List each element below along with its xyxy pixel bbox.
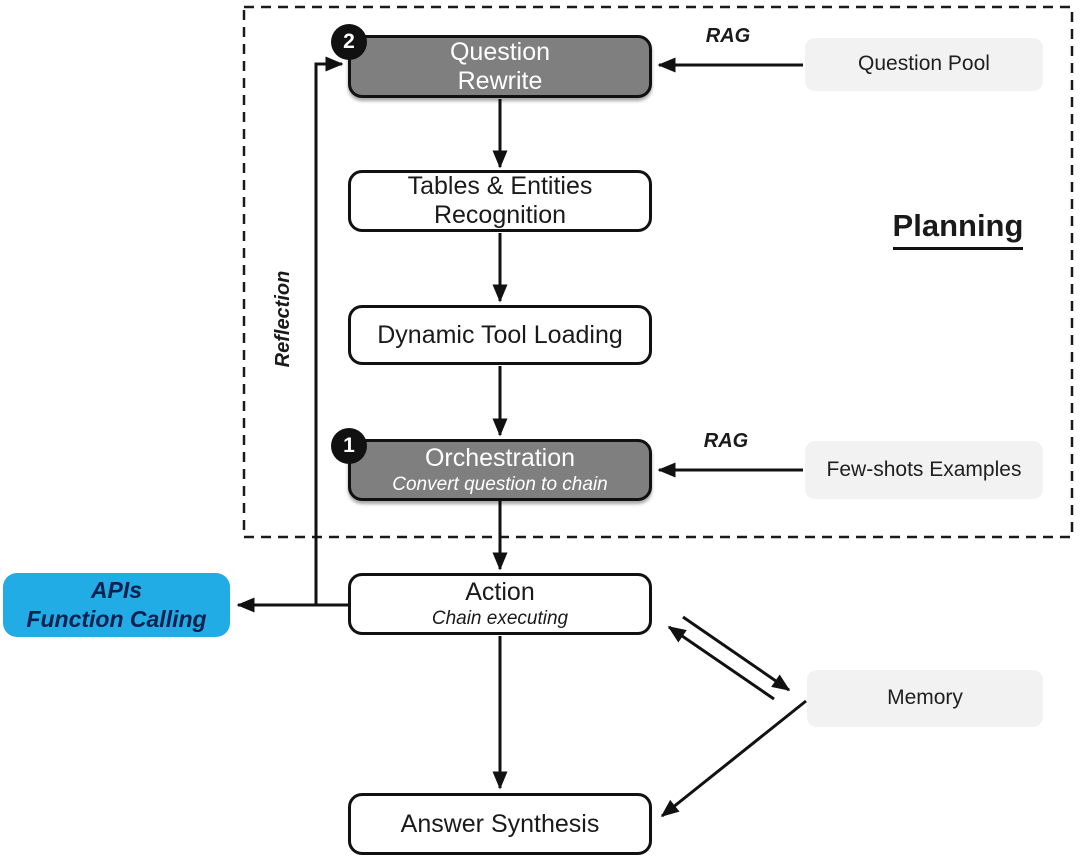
edge-reflection-action-to-question-rewrite [314, 56, 348, 607]
step-badge-1: 1 [331, 428, 367, 464]
node-tables-entities-recognition: Tables & Entities Recognition [348, 170, 652, 232]
edge-action-to-memory [682, 615, 791, 692]
node-title: Orchestration [424, 443, 576, 472]
node-apis-function-calling: APIs Function Calling [3, 573, 230, 637]
planning-label: Planning [858, 208, 1058, 250]
node-title: Dynamic Tool Loading [377, 320, 623, 349]
planning-dashed-frame [242, 5, 1074, 539]
node-title: APIs [90, 576, 143, 603]
node-subtitle: Function Calling [26, 605, 207, 632]
node-title: Memory [887, 686, 963, 710]
node-answer-synthesis: Answer Synthesis [348, 793, 652, 855]
reflection-label: Reflection [272, 270, 294, 368]
rag-label-top: RAG [705, 25, 751, 47]
rag-label-bottom: RAG [703, 430, 749, 452]
step-badge-2: 2 [331, 24, 367, 60]
node-dynamic-tool-loading: Dynamic Tool Loading [348, 305, 652, 365]
node-title: Few-shots Examples [826, 457, 1022, 481]
node-subtitle: Chain executing [431, 607, 569, 629]
node-subtitle: Convert question to chain [392, 473, 608, 495]
node-orchestration: 1 Orchestration Convert question to chai… [331, 428, 652, 501]
node-title: Tables & Entities Recognition [407, 172, 593, 229]
edge-memory-to-action [667, 625, 775, 701]
node-title: Question Pool [858, 52, 990, 76]
node-title: Answer Synthesis [400, 809, 600, 838]
node-memory: Memory [807, 670, 1043, 727]
planning-label-text: Planning [892, 208, 1024, 250]
node-action: Action Chain executing [348, 573, 652, 635]
node-few-shots-examples: Few-shots Examples [805, 441, 1043, 499]
node-title: Question Rewrite [449, 37, 551, 95]
node-question-pool: Question Pool [805, 38, 1043, 91]
node-question-rewrite: 2 Question Rewrite [331, 24, 652, 98]
node-title: Action [465, 577, 535, 606]
edge-memory-to-answer-synthesis [660, 699, 807, 818]
